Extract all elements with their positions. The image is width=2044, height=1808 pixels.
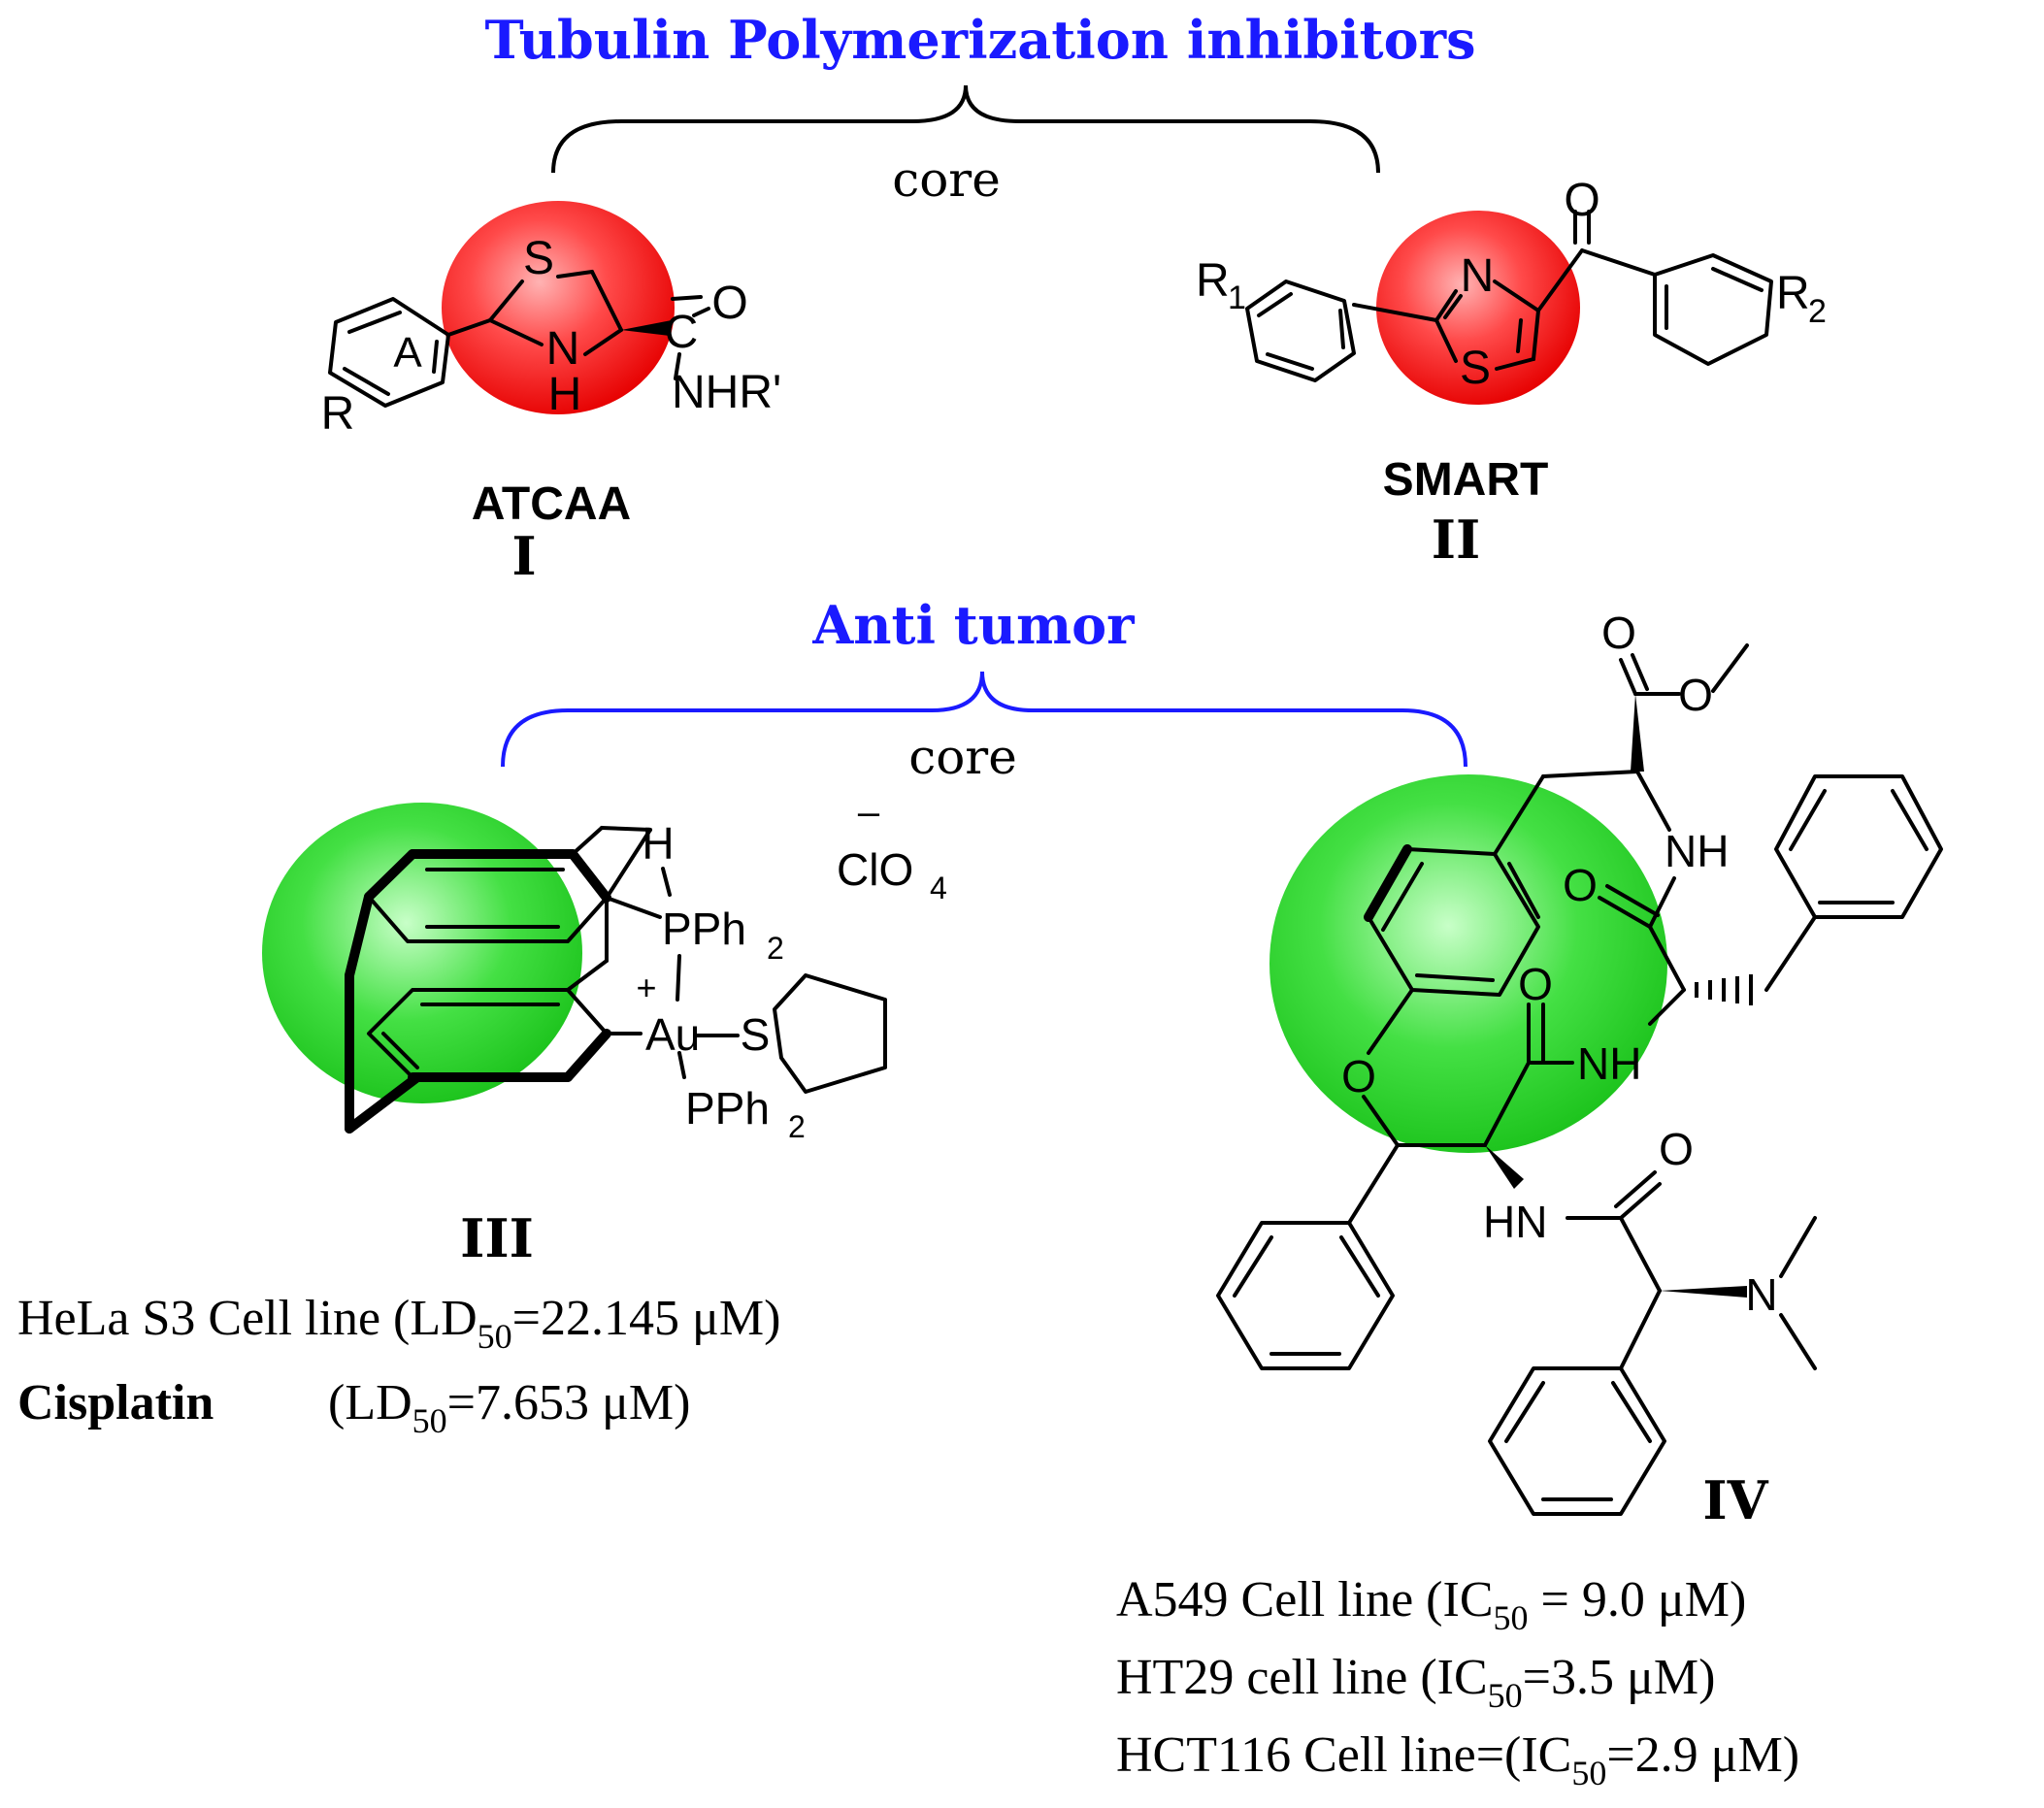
cisplatin-label: Cisplatin [17,1375,214,1430]
compound-iv-atom-o-amide2: O [1518,959,1553,1009]
compound-ii-structure [1245,210,1773,382]
hela-label: HeLa S3 Cell line (LD [17,1291,478,1346]
compound-iii-atom-pph2-bot: PPh [685,1083,770,1134]
cisplatin-sub: 50 [412,1401,447,1440]
compound-iv-atom-nh1: NH [1665,826,1729,876]
compound-iii-atom-clo4-sub: 4 [930,871,947,905]
compound-iv-atom-o-me: O [1678,670,1713,720]
antitumor-brace [501,671,1467,768]
compound-i-atom-nhr: NHR' [672,367,781,418]
compound-iii-atom-au: Au [645,1009,700,1060]
compound-iii-core-highlight [262,803,582,1103]
compound-iii-atom-pph2-top-sub: 2 [767,931,784,966]
compound-i-name: ATCAA [472,478,631,530]
cisplatin-value: =7.653 μM) [447,1375,691,1430]
compound-iv-atom-o-ether: O [1341,1051,1376,1101]
compound-iii-structure [345,826,887,1134]
ht29-value: =3.5 μM) [1523,1650,1716,1705]
compound-i-atom-c: C [665,307,699,358]
hct116-label: HCT116 Cell line=(IC [1116,1727,1571,1783]
compound-iii-atom-pph2-top: PPh [662,904,746,954]
compound-ii-core-highlight [1376,211,1580,405]
compound-ii-name: SMART [1383,454,1549,506]
tubulin-brace [551,84,1380,174]
compound-iv-atom-o-amide1: O [1563,860,1598,910]
compound-i-atom-s: S [523,233,554,284]
ht29-label: HT29 cell line (IC [1116,1650,1488,1705]
cisplatin-paren: (LD [328,1375,412,1430]
compound-i-atom-r: R [321,388,355,440]
compound-i-structure [328,270,710,408]
compound-iv-activity-a549: A549 Cell line (IC50 = 9.0 μM) [1116,1572,1746,1637]
tubulin-section-title: Tubulin Polymerization inhibitors [485,9,1476,71]
hct116-value: =2.9 μM) [1606,1727,1799,1783]
antitumor-section-title: Anti tumor [811,594,1135,656]
compound-ii-atom-r1: R [1196,255,1230,307]
hela-sub: 50 [478,1317,512,1356]
compound-i-atom-o: O [711,278,747,329]
compound-iv-structure [1216,643,1943,1516]
hela-value: =22.145 μM) [512,1291,781,1346]
compound-iv-activity-hct116: HCT116 Cell line=(IC50=2.9 μM) [1116,1727,1799,1792]
compound-i-atom-h: H [548,369,582,420]
a549-label: A549 Cell line (IC [1116,1572,1494,1627]
compound-iv-activity-ht29: HT29 cell line (IC50=3.5 μM) [1116,1650,1715,1715]
compound-ii-atom-s: S [1460,343,1491,394]
a549-value: = 9.0 μM) [1529,1572,1747,1627]
compound-iv-numeral: IV [1702,1469,1768,1531]
compound-iii-atom-plus: + [636,968,656,1007]
compound-ii-atom-r1-sub: 1 [1228,279,1246,316]
compound-iii-atom-pph2-bot-sub: 2 [788,1109,806,1144]
compound-i-numeral: I [511,525,536,587]
compound-ii-atom-n: N [1461,250,1495,302]
compound-i-atom-n: N [546,323,580,375]
compound-iii-atom-clo4: ClO [837,844,913,895]
compound-ii-atom-r2: R [1776,268,1810,319]
compound-iv-atom-o-amide3: O [1659,1124,1694,1174]
compound-i-ring-label: A [393,329,422,377]
a549-sub: 50 [1494,1598,1529,1637]
compound-iii-numeral: III [460,1207,534,1269]
compound-iii-atom-minus: – [858,791,880,834]
compound-iv-atom-n-me2: N [1745,1269,1777,1320]
compound-iv-core-highlight [1269,774,1667,1153]
compound-iv-atom-hn: HN [1483,1197,1547,1247]
compound-iii-activity-hela: HeLa S3 Cell line (LD50=22.145 μM) [17,1291,780,1356]
compound-iii-activity-cisplatin: Cisplatin (LD50=7.653 μM) [17,1375,690,1440]
compound-iii-atom-s: S [741,1009,771,1060]
compound-ii-atom-r2-sub: 2 [1808,293,1827,330]
compound-iii-atom-h: H [642,818,674,869]
antitumor-core-label: core [908,729,1017,785]
tubulin-core-label: core [892,151,1001,208]
ht29-sub: 50 [1488,1676,1523,1715]
hct116-sub: 50 [1571,1754,1606,1792]
compound-ii-numeral: II [1432,509,1481,571]
compound-iv-atom-nh2: NH [1577,1038,1641,1089]
compound-ii-atom-o: O [1564,175,1599,226]
compound-iv-atom-o-ester: O [1601,608,1636,658]
compound-i-core-highlight [442,201,675,414]
